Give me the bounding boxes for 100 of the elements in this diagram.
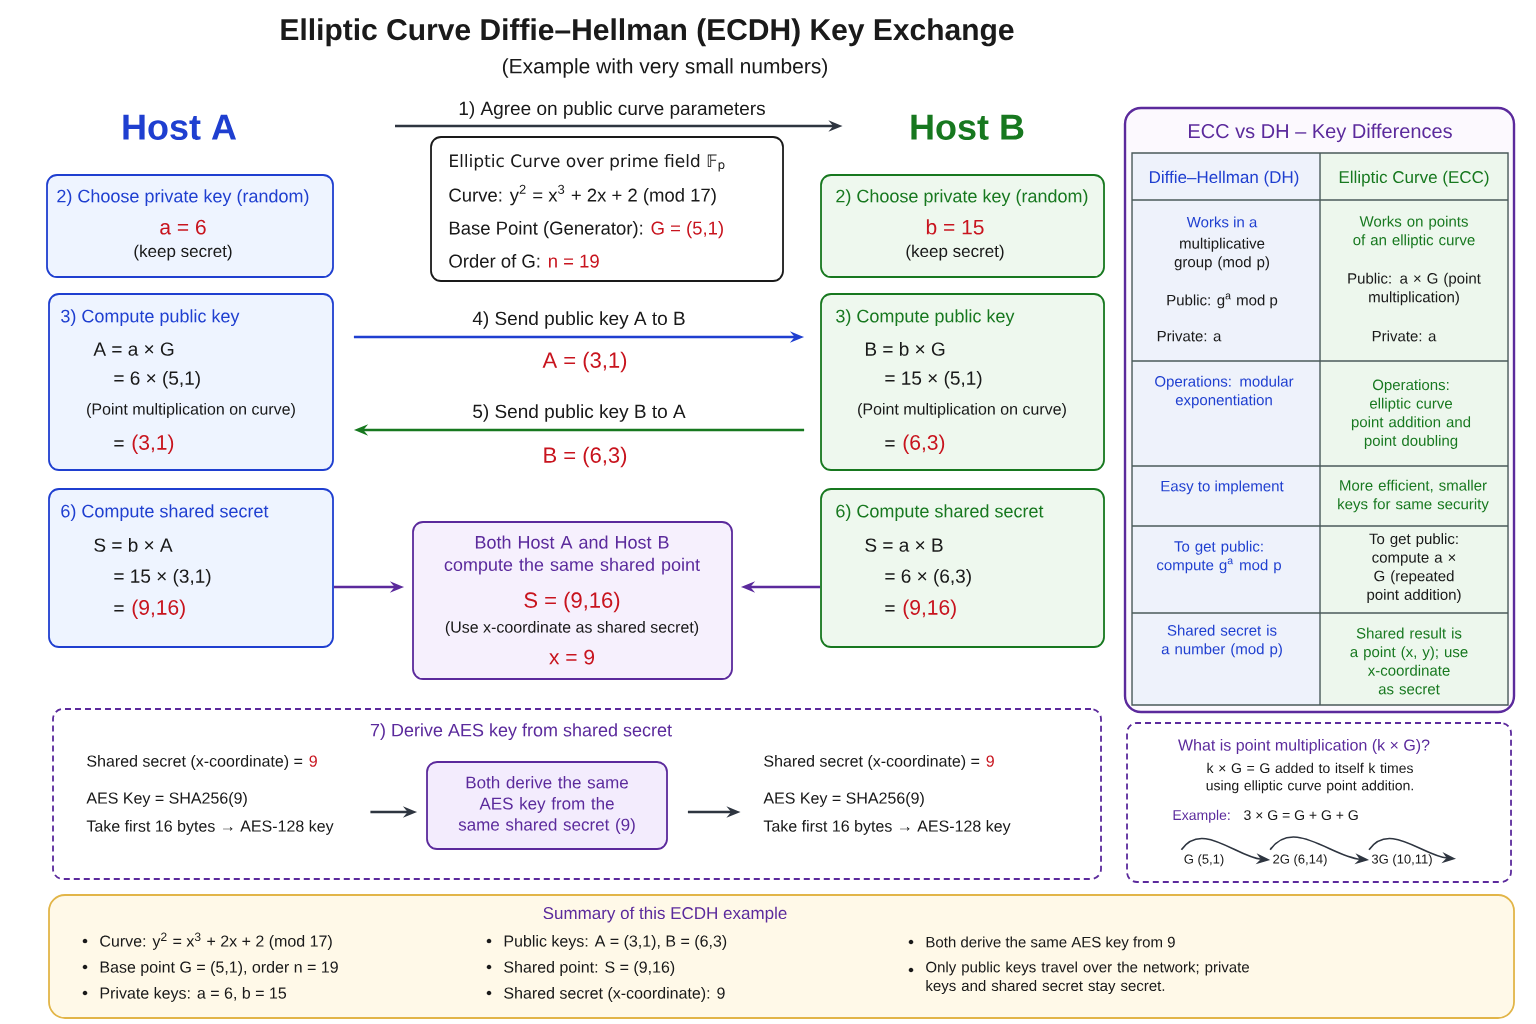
- text-line: AES Key = SHA256(9): [763, 792, 924, 807]
- table-cell: To get public: compute a × G (repeated point addition): [1320, 526, 1508, 613]
- text-line: AES Key = SHA256(9): [86, 792, 247, 807]
- table-cell: More efficient, smaller keys for same security: [1320, 466, 1508, 526]
- table-header: Diffie–Hellman (DH): [1132, 153, 1320, 200]
- subtitle: (Example with very small numbers): [502, 58, 827, 78]
- equation: = 6 × (5,1): [114, 370, 200, 389]
- step-heading: 2) Choose private key (random): [57, 189, 309, 207]
- box-text: Both derive the same AES key from the same shared secret (9): [458, 776, 635, 834]
- label: Private: a: [1157, 330, 1222, 342]
- panel-heading: Summary of this ECDH example: [543, 906, 787, 923]
- equation: =: [114, 605, 124, 612]
- text-line: Shared secret (x-coordinate) =: [764, 755, 980, 770]
- note: (Point multiplication on curve): [858, 403, 1066, 418]
- text-line: Example:: [1173, 809, 1230, 823]
- text-line: Take first 16 bytes → AES-128 key: [86, 820, 334, 835]
- title: Elliptic Curve Diffie–Hellman (ECDH) Key Exchange: [281, 18, 1014, 47]
- box-heading: Elliptic Curve over prime field 𝔽$_{p}$: [450, 154, 725, 172]
- equation: =: [114, 440, 124, 447]
- step-heading: 6) Compute shared secret: [61, 504, 269, 522]
- equation: S = a × B: [865, 538, 943, 552]
- value: B = (6,3): [544, 446, 627, 468]
- step-box: [820, 293, 1105, 471]
- step-heading: 3) Compute public key: [836, 309, 1015, 327]
- equation: Curve: y$^{2}$ = x$^{3}$ + 2x + 2 (mod 17): [449, 184, 716, 206]
- value: x = 9: [549, 649, 595, 665]
- bullet-text: Public keys: A = (3,1), B = (6,3): [504, 935, 727, 950]
- table-cell: Easy to implement: [1132, 466, 1320, 526]
- edge-label: 4) Send public key A to B: [469, 308, 689, 332]
- text-line: Shared secret (x-coordinate) =: [87, 755, 303, 770]
- note: (Point multiplication on curve): [87, 403, 295, 418]
- equation: B = b × G: [866, 341, 945, 356]
- equation: = 15 × (5,1): [885, 370, 982, 389]
- step-heading: 2) Choose private key (random): [836, 189, 1088, 207]
- bullet-text: Shared secret (x-coordinate): 9: [504, 987, 725, 1002]
- bullet-text: Private keys: a = 6, b = 15: [100, 987, 287, 1002]
- dashed-panel: [52, 708, 1102, 880]
- value: G = (5,1): [651, 221, 723, 239]
- value: A = (3,1): [542, 351, 627, 373]
- host-heading: Host B: [911, 114, 1024, 140]
- label: Works in a: [1186, 216, 1258, 228]
- bullet-text: Only public keys travel over the network; private keys and shared secret stay secret.: [926, 961, 1249, 994]
- note: (keep secret): [134, 244, 232, 261]
- bullet-text: Curve: y$^{2}$ = x$^{3}$ + 2x + 2 (mod 17): [100, 932, 332, 950]
- parameter-box: [430, 136, 784, 282]
- text-line: Take first 16 bytes → AES-128 key: [763, 820, 1011, 835]
- table-header: Elliptic Curve (ECC): [1320, 153, 1508, 200]
- table-cell: Operations: modular exponentiation: [1132, 361, 1320, 466]
- host-heading: Host A: [123, 114, 237, 140]
- value: (9,16): [903, 599, 956, 619]
- point-label: 2G (6,14): [1273, 854, 1327, 867]
- edge-label: 1) Agree on public curve parameters: [455, 98, 769, 122]
- value: (6,3): [903, 434, 945, 454]
- result-box: [412, 521, 733, 680]
- table-cell: Operations: elliptic curve point addition and point doubling: [1320, 361, 1508, 466]
- text-line: Order of G:: [449, 254, 540, 268]
- step-box: [48, 293, 334, 471]
- point-label: G (5,1): [1184, 854, 1224, 867]
- process-box: [426, 761, 668, 850]
- step-box: [820, 174, 1105, 278]
- value: 9: [309, 755, 317, 767]
- panel-heading: ECC vs DH – Key Differences: [1189, 123, 1452, 143]
- panel-heading: What is point multiplication (k × G)?: [1178, 739, 1430, 754]
- note: k × G = G added to itself k times using elliptic curve point addition.: [1206, 762, 1413, 794]
- table-cell: To get public: compute g$^{a}$ mod p: [1132, 526, 1320, 613]
- table-cell: Shared result is a point (x, y); use x-coordinate as secret: [1320, 613, 1508, 705]
- bullet-text: Base point G = (5,1), order n = 19: [100, 961, 338, 976]
- text-line: Base Point (Generator):: [449, 221, 643, 239]
- step-box: [48, 488, 334, 648]
- equation: = 15 × (3,1): [114, 568, 211, 587]
- box-heading: Both Host A and Host B compute the same shared point: [444, 535, 700, 575]
- bullet-text: Shared point: S = (9,16): [504, 961, 675, 976]
- bullet-text: Both derive the same AES key from 9: [926, 936, 1175, 951]
- info-panel: [1126, 722, 1512, 883]
- note: (keep secret): [906, 244, 1004, 261]
- equation: =: [885, 440, 895, 447]
- value: a = 6: [160, 219, 206, 235]
- value: (9,16): [132, 599, 185, 619]
- step-heading: 6) Compute shared secret: [836, 504, 1044, 522]
- note: (Use x-coordinate as shared secret): [445, 621, 699, 636]
- table-cell: Shared secret is a number (mod p): [1132, 613, 1320, 705]
- panel-heading: 7) Derive AES key from shared secret: [370, 723, 672, 741]
- equation: =: [885, 605, 895, 612]
- equation: A = a × G: [93, 342, 174, 356]
- step-box: [820, 488, 1105, 648]
- value: b = 15: [926, 219, 984, 235]
- step-heading: 3) Compute public key: [61, 309, 240, 327]
- point-label: 3G (10,11): [1371, 854, 1432, 867]
- value: n = 19: [548, 254, 599, 268]
- equation: = 6 × (6,3): [885, 568, 971, 587]
- equation: 3 × G = G + G + G: [1244, 810, 1358, 821]
- label: Public: g$^{a}$ mod p: [1167, 293, 1278, 309]
- value: (3,1): [132, 434, 174, 454]
- value: S = (9,16): [524, 591, 620, 613]
- summary-panel: [48, 894, 1515, 1019]
- equation: S = b × A: [94, 537, 173, 552]
- value: 9: [986, 755, 994, 767]
- step-box: [46, 174, 334, 278]
- edge-label: 5) Send public key B to A: [469, 401, 689, 425]
- label: multiplicative group (mod p): [1174, 237, 1270, 271]
